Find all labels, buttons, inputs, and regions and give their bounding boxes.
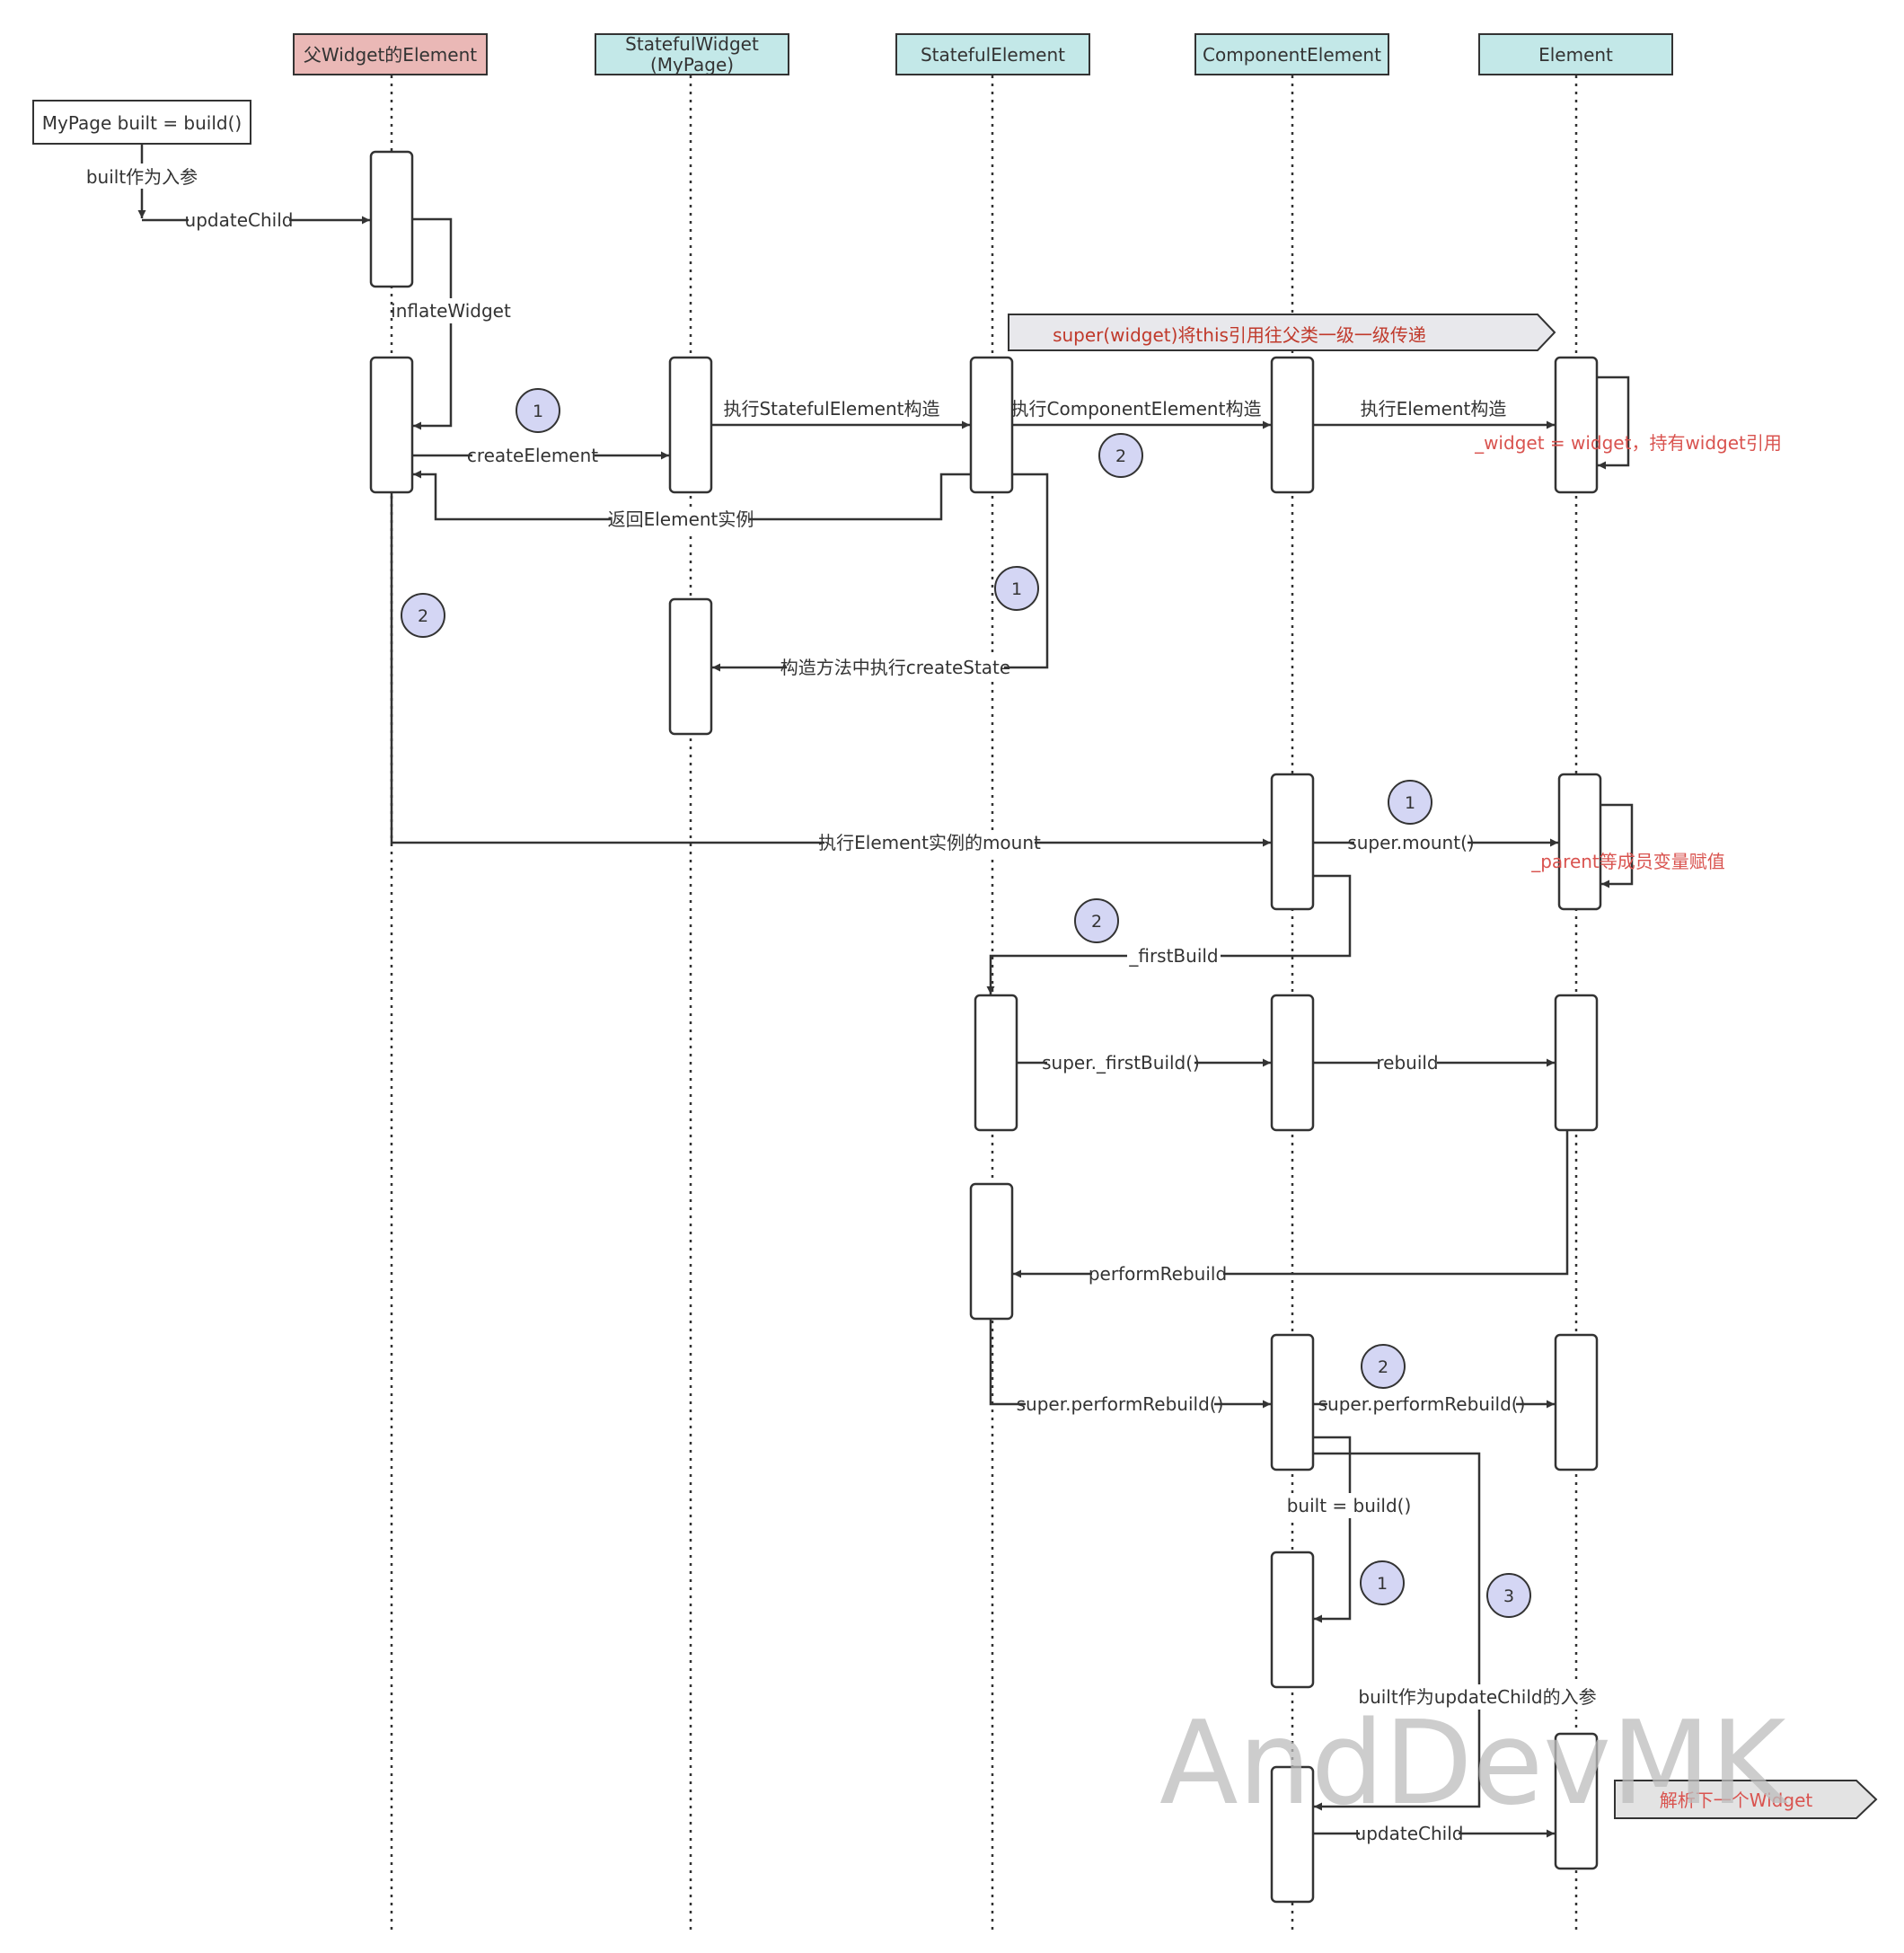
- activation-stateful-perform: [969, 1182, 1014, 1321]
- svg-text:1: 1: [1405, 793, 1415, 813]
- super-banner-label: super(widget)将this引用往父类一级一级传递: [1053, 324, 1426, 346]
- label-super-first-build: super._firstBuild(): [1042, 1052, 1200, 1074]
- label-first-build: _firstBuild: [1128, 945, 1218, 967]
- label-exec-stateful-ctor: 执行StatefulElement构造: [723, 398, 939, 420]
- arrow-super-perform-rebuild-1: [989, 1319, 1271, 1409]
- participant-sublabel: (MyPage): [650, 54, 734, 75]
- label-built-param: built作为入参: [86, 166, 198, 188]
- activation-element-ctor: [1554, 356, 1599, 494]
- label-update-child-2: updateChild: [1355, 1823, 1464, 1844]
- super-banner: super(widget)将this引用往父类一级一级传递: [1008, 314, 1556, 351]
- step-markers: 1 2 1 2 1 2 2 1: [401, 388, 1531, 1618]
- step-marker: 1: [1360, 1560, 1405, 1605]
- activation-stateful-ctor: [969, 356, 1014, 494]
- label-exec-element-ctor: 执行Element构造: [1361, 398, 1507, 420]
- step-marker: 3: [1486, 1573, 1531, 1618]
- label-widget-assign: _widget = widget，持有widget引用: [1474, 432, 1782, 454]
- message-labels: built作为入参 updateChild inflateWidget crea…: [84, 163, 1782, 1845]
- svg-text:1: 1: [533, 402, 543, 421]
- label-create-element: createElement: [467, 445, 598, 466]
- svg-text:1: 1: [1377, 1574, 1388, 1594]
- activation-widget-state: [668, 597, 713, 736]
- label-update-child-1: updateChild: [185, 209, 294, 231]
- participant-parent-element: 父Widget的Element: [293, 33, 488, 75]
- step-marker: 2: [1098, 433, 1143, 478]
- participant-label: StatefulWidget: [625, 33, 759, 55]
- step-marker: 1: [994, 566, 1039, 611]
- svg-text:2: 2: [1091, 912, 1102, 932]
- label-exec-component-ctor: 执行ComponentElement构造: [1011, 398, 1262, 420]
- step-marker: 2: [1361, 1344, 1406, 1389]
- step-marker: 2: [1074, 898, 1119, 943]
- arrow-parent-self: [1600, 803, 1634, 888]
- arrow-widget-self: [1597, 376, 1630, 470]
- participant-element: Element: [1478, 33, 1673, 75]
- activation-component-mount: [1270, 773, 1315, 911]
- start-box: MyPage built = build(): [32, 100, 251, 145]
- participant-label: Element: [1538, 44, 1613, 66]
- participant-stateful-element: StatefulElement: [895, 33, 1090, 75]
- activation-parent-update: [369, 150, 414, 288]
- label-rebuild: rebuild: [1376, 1052, 1438, 1074]
- participant-component-element: ComponentElement: [1194, 33, 1389, 75]
- label-inflate-widget: inflateWidget: [391, 300, 511, 322]
- activation-element-perform: [1554, 1333, 1599, 1471]
- label-return-instance: 返回Element实例: [608, 508, 754, 530]
- parse-next-banner: 解析下一个Widget: [1614, 1780, 1878, 1819]
- label-parent-assign: _parent等成员变量赋值: [1530, 851, 1725, 872]
- activations: [369, 150, 1602, 1904]
- svg-text:2: 2: [418, 606, 428, 626]
- activation-component-build: [1270, 1551, 1315, 1689]
- arrow-perform-rebuild: [1013, 1130, 1569, 1278]
- arrow-first-build: [986, 874, 1352, 994]
- participant-label: ComponentElement: [1203, 44, 1381, 66]
- label-create-state: 构造方法中执行createState: [780, 657, 1010, 678]
- label-parse-next: 解析下一个Widget: [1660, 1790, 1813, 1811]
- svg-text:1: 1: [1011, 579, 1022, 599]
- participant-label: StatefulElement: [921, 44, 1065, 66]
- step-marker: 1: [516, 388, 560, 433]
- svg-text:2: 2: [1378, 1357, 1388, 1377]
- start-box-label: MyPage built = build(): [42, 112, 242, 134]
- label-super-mount: super.mount(): [1347, 832, 1474, 853]
- label-super-perform-rebuild-1: super.performRebuild(): [1017, 1393, 1224, 1415]
- activation-element-mount: [1557, 773, 1602, 911]
- label-built-update-param: built作为updateChild的入参: [1358, 1686, 1596, 1708]
- watermark: AndDevMK: [1159, 1697, 1788, 1831]
- participant-stateful-widget: StatefulWidget (MyPage): [595, 33, 789, 75]
- activation-parent-inflate: [369, 356, 414, 494]
- arrow-built-build: [1313, 1436, 1352, 1623]
- activation-component-ctor: [1270, 356, 1315, 494]
- label-mount: 执行Element实例的mount: [818, 832, 1041, 853]
- activation-element-update: [1554, 1732, 1599, 1870]
- arrow-built-update-param: [1313, 1452, 1481, 1811]
- label-built-build: built = build(): [1287, 1495, 1412, 1516]
- activation-element-rebuild: [1554, 994, 1599, 1132]
- activation-component-perform: [1270, 1333, 1315, 1471]
- step-marker: 1: [1388, 780, 1432, 825]
- step-marker: 2: [401, 593, 445, 638]
- activation-component-first-build: [1270, 994, 1315, 1132]
- arrow-create-state: [712, 473, 1049, 672]
- svg-text:3: 3: [1503, 1586, 1514, 1606]
- label-super-perform-rebuild-2: super.performRebuild(): [1318, 1393, 1526, 1415]
- svg-text:2: 2: [1115, 446, 1126, 466]
- label-perform-rebuild: performRebuild: [1089, 1263, 1227, 1285]
- activation-widget-create: [668, 356, 713, 494]
- activation-stateful-first-build: [974, 994, 1018, 1132]
- participant-label: 父Widget的Element: [304, 44, 477, 66]
